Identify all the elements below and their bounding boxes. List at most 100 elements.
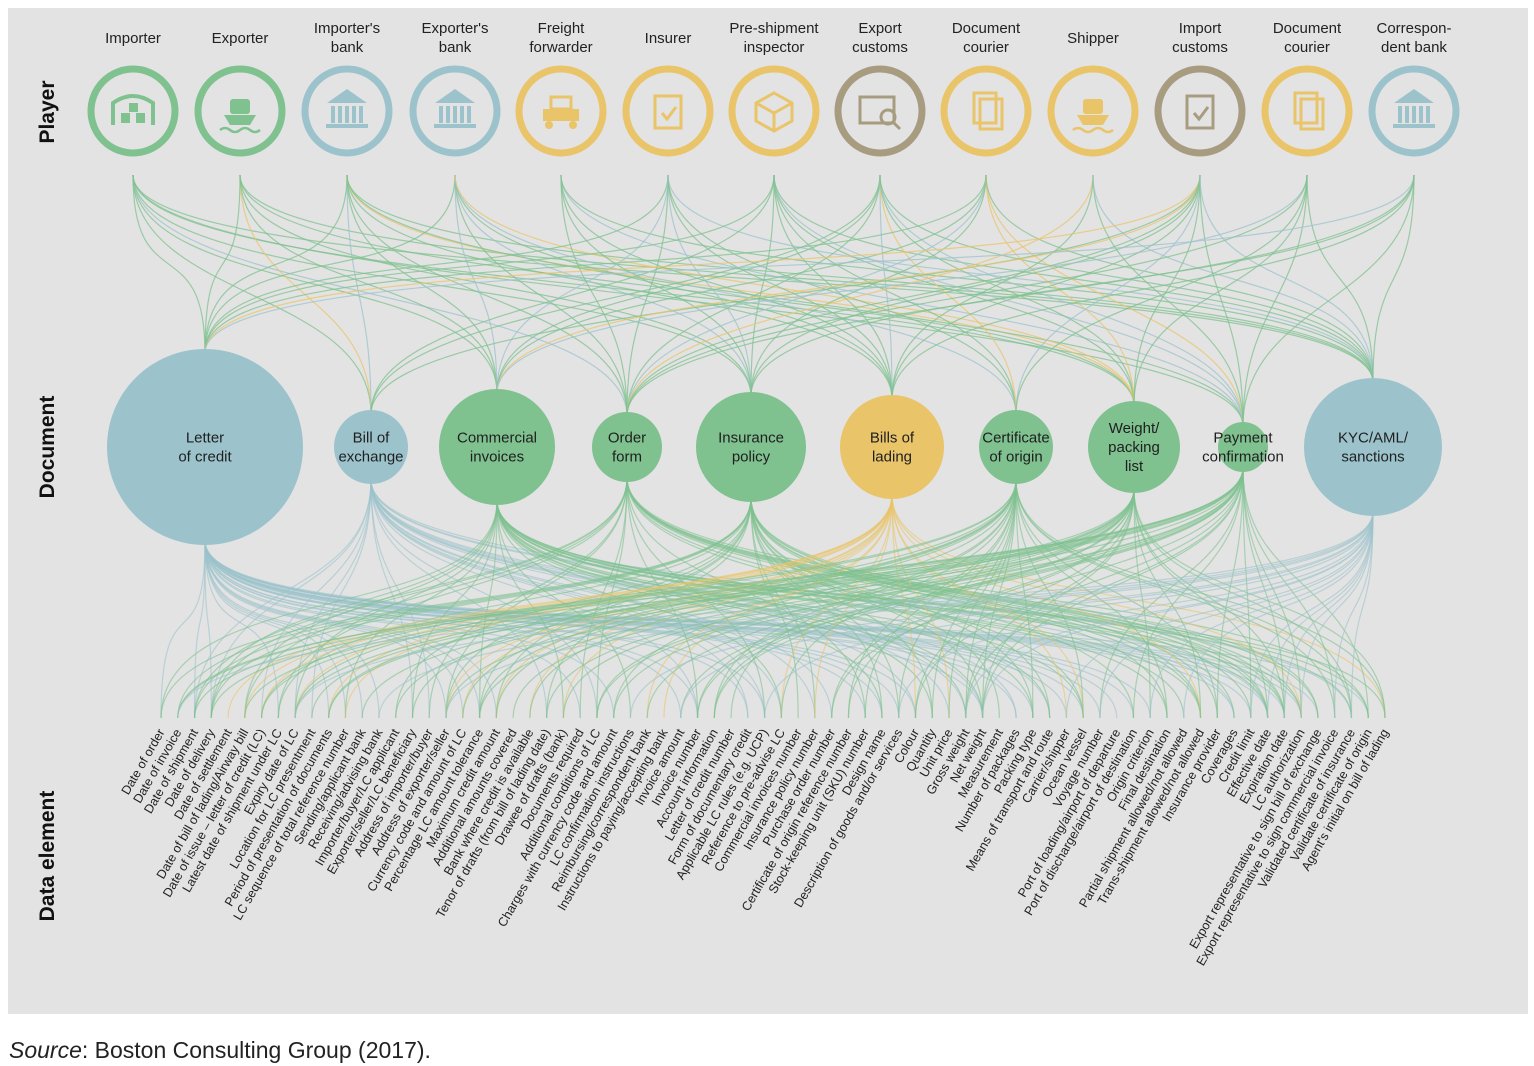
document-element-link — [311, 479, 372, 719]
player-document-link — [132, 174, 372, 415]
player-document-link — [454, 174, 628, 417]
document-element-link — [1133, 488, 1386, 719]
document-element-link — [750, 497, 1000, 719]
player-label: Exporter — [212, 30, 269, 47]
document-element-link — [328, 488, 1135, 719]
document-element-link — [177, 497, 752, 719]
document-element-link — [1350, 511, 1374, 719]
document-element-link — [462, 494, 893, 719]
document-element-link — [277, 497, 752, 719]
document-element-link — [1283, 511, 1374, 719]
document-element-link — [1015, 479, 1386, 719]
document-element-link — [891, 494, 1202, 719]
player-label-line: forwarder — [529, 39, 592, 56]
document-element-link — [750, 497, 1168, 719]
player-document-link — [1133, 174, 1201, 406]
player-document-link — [879, 174, 1135, 406]
package-icon — [754, 91, 794, 133]
player-document-link — [891, 174, 1094, 400]
document-element-link — [965, 511, 1374, 719]
player-document-link — [750, 174, 1201, 397]
document-element-link — [496, 500, 565, 719]
player-label: Importer — [105, 30, 161, 47]
document-element-link — [496, 500, 984, 719]
document-element-link — [891, 494, 1068, 719]
player-document-link — [985, 174, 1374, 383]
player-document-link — [560, 174, 752, 397]
player-document-link — [346, 174, 893, 400]
document-element-link — [210, 497, 752, 719]
player-document-link — [204, 174, 1415, 354]
player-ring — [1154, 65, 1246, 157]
document-element-link — [193, 540, 206, 719]
side-label-document: Document — [36, 396, 59, 499]
forklift-icon — [543, 95, 579, 129]
player-document-link — [346, 174, 1244, 427]
document-element-link — [496, 500, 1202, 719]
document-element-link — [294, 511, 1374, 719]
document-element-link — [496, 500, 1051, 719]
player-document-link — [346, 174, 1135, 406]
player-document-link — [626, 174, 881, 417]
document-element-link — [344, 500, 498, 719]
player-ring — [728, 65, 820, 157]
player-label: Correspon-dent bank — [1376, 20, 1451, 56]
player-document-link — [346, 174, 628, 417]
player-label-line: Importer's — [314, 20, 380, 37]
player-label-line: Insurer — [645, 30, 692, 47]
source-note: Source: Boston Consulting Group (2017). — [9, 1037, 431, 1063]
player-document-link — [454, 174, 1135, 406]
player-document-link — [204, 174, 1201, 354]
player-document-link — [626, 174, 1308, 417]
document-element-link — [646, 467, 1244, 719]
player-document-link — [370, 174, 1201, 415]
document-element-link — [965, 467, 1244, 719]
player-label-line: bank — [331, 39, 364, 56]
document-element-link — [680, 467, 1244, 719]
player-document-link — [879, 174, 1244, 427]
player-document-link — [879, 174, 1017, 415]
document-element-link — [948, 479, 1017, 719]
document-element-link — [1133, 488, 1353, 719]
player-document-link — [496, 174, 669, 394]
document-element-link — [370, 479, 833, 719]
player-label-line: Pre-shipment — [729, 20, 819, 37]
player-document-link — [891, 174, 1201, 400]
player-ring — [834, 65, 926, 157]
player-label-line: dent bank — [1381, 39, 1447, 56]
document-label-line: exchange — [338, 449, 403, 466]
document-element-link — [680, 511, 1374, 719]
document-element-link — [177, 511, 1374, 719]
player-ring — [87, 65, 179, 157]
player-label-line: Exporter's — [421, 20, 488, 37]
document-circle — [840, 395, 944, 499]
document-element-link — [965, 479, 1017, 719]
document-element-link — [1267, 511, 1374, 719]
document-label-line: KYC/AML/ — [1338, 430, 1409, 447]
document-label-line: of credit — [178, 449, 232, 466]
player-label-line: customs — [1172, 39, 1228, 56]
player-label: Shipper — [1067, 30, 1119, 47]
document-circle — [107, 349, 303, 545]
player-document-link — [667, 174, 752, 397]
bank-icon — [326, 89, 368, 128]
player-node: Shipper — [1047, 30, 1139, 157]
document-label: KYC/AML/sanctions — [1338, 430, 1409, 466]
document-circle — [979, 410, 1053, 484]
document-element-link — [261, 488, 1135, 719]
player-document-link — [132, 174, 1244, 427]
document-element-link — [204, 540, 212, 719]
document-element-link — [613, 467, 1244, 719]
player-document-link — [204, 174, 987, 354]
